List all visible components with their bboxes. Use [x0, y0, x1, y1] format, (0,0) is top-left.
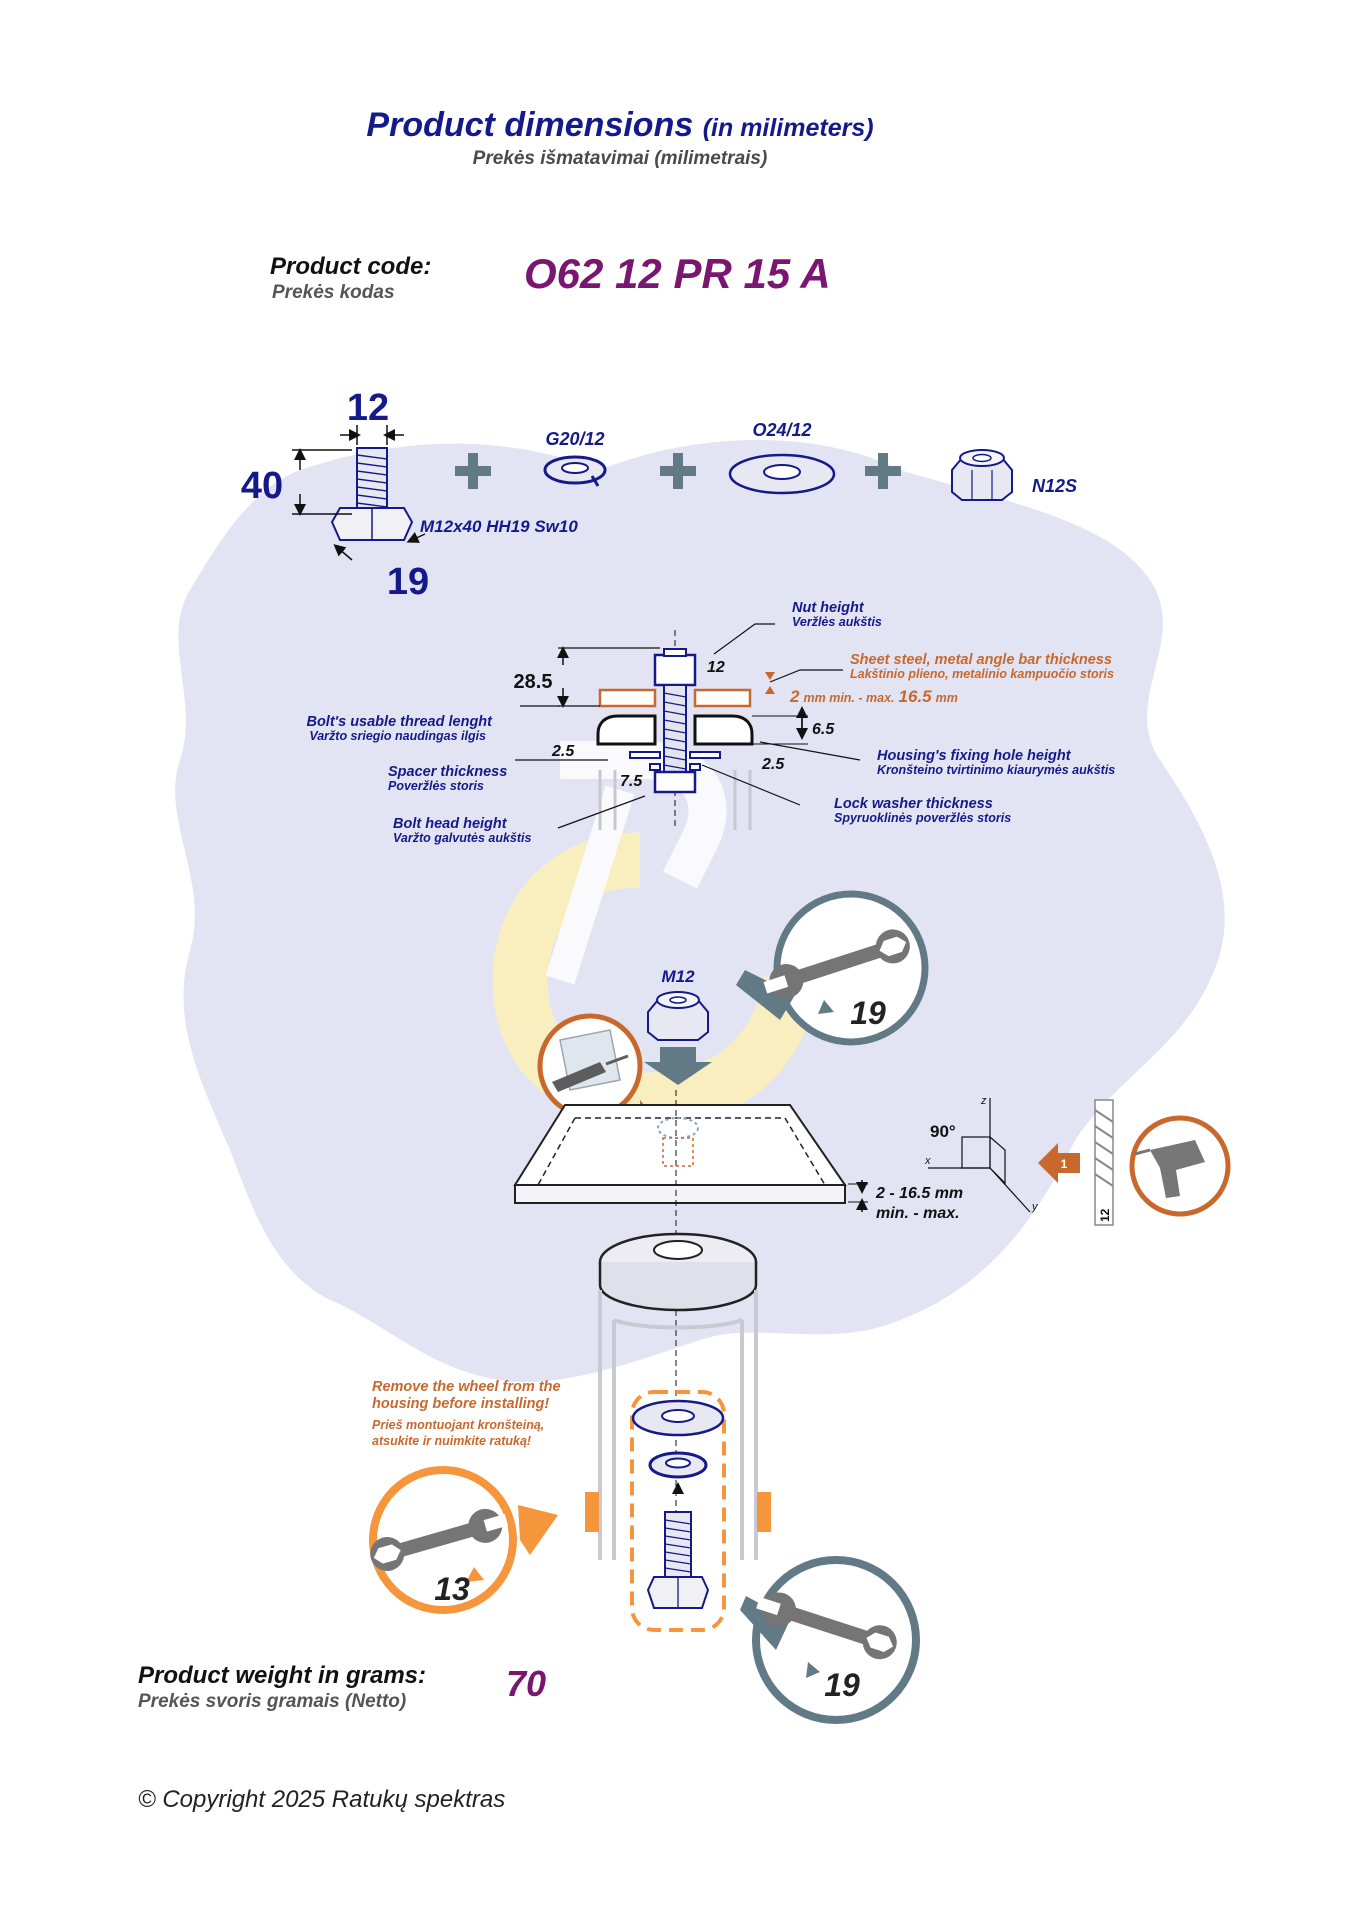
title-main: Product dimensions	[366, 106, 694, 144]
axis-y-label: y	[1031, 1201, 1039, 1213]
title-units: (in milimeters)	[702, 114, 874, 142]
weight-value: 70	[506, 1663, 547, 1704]
product-code-label: Product code:	[270, 253, 432, 280]
warning-en: Remove the wheel from the	[372, 1379, 561, 1395]
copyright: © Copyright 2025 Ratukų spektras	[138, 1786, 506, 1813]
drill-size-label: 12	[1098, 1208, 1112, 1222]
nut-height-annotation-lt: Veržlės aukštis	[792, 615, 882, 629]
cross-section	[515, 623, 861, 830]
axis-x-label: x	[924, 1155, 931, 1167]
washer-part	[728, 453, 836, 495]
spacer-annotation: Spacer thickness	[388, 764, 507, 780]
nut-part	[951, 449, 1013, 501]
product-code-label-lt: Prekės kodas	[272, 282, 395, 303]
steel-max-value: 16.5	[899, 687, 933, 706]
nut-label: N12S	[1032, 476, 1077, 496]
axis-diagram	[928, 1098, 1031, 1213]
lock-washer-part	[543, 455, 607, 487]
step-arrow	[1038, 1143, 1080, 1183]
mounting-plate	[513, 1090, 868, 1560]
axis-z-label: z	[980, 1095, 987, 1107]
wrench-19-bottom	[740, 1556, 920, 1724]
warning-lt: Prieš montuojant kronšteiną,	[372, 1418, 544, 1432]
plate-range-sublabel: min. - max.	[876, 1205, 960, 1222]
thread-length-annotation: Bolt's usable thread lenght	[306, 714, 493, 730]
bolt-head-dim: 7.5	[620, 773, 643, 790]
page-title: Product dimensions (in milimeters)	[0, 106, 1240, 145]
wrench-13	[369, 1466, 558, 1614]
drill-bit	[1094, 1099, 1114, 1226]
sheet-steel-annotation: Sheet steel, metal angle bar thickness	[850, 652, 1112, 668]
washer-label: O24/12	[752, 420, 811, 440]
plate-range-label: 2 - 16.5 mm	[875, 1185, 963, 1202]
steel-max-unit: mm	[936, 691, 958, 705]
lock-washer-annotation-lt: Spyruoklinės poveržlės storis	[834, 811, 1011, 825]
steel-range-annotation: 2 mm min. - max. 16.5 mm	[789, 687, 958, 706]
weight-label: Product weight in grams:	[138, 1662, 427, 1689]
sheet-steel-annotation-lt: Lakštinio plieno, metalinio kampuočio st…	[850, 667, 1114, 681]
weight-label-lt: Prekės svoris gramais (Netto)	[138, 1691, 407, 1712]
spacer-dim: 2.5	[551, 743, 575, 760]
nut-install	[644, 991, 712, 1085]
lock-washer-label: G20/12	[545, 429, 604, 449]
thread-length-dim: 28.5	[514, 671, 553, 693]
warning-lt-2: atsukite ir nuimkite ratuką!	[372, 1434, 531, 1448]
wrench-19-top	[736, 890, 929, 1046]
fixing-hole-dim: 6.5	[812, 721, 835, 738]
angle-label: 90°	[930, 1122, 956, 1141]
nut-height-dim: 12	[707, 659, 725, 676]
nut-height-annotation: Nut height	[792, 600, 865, 616]
bolt-head-annotation-lt: Varžto galvutės aukštis	[393, 831, 532, 845]
steel-range-label: mm min. - max.	[804, 691, 895, 705]
wrench-size-left: 13	[434, 1571, 470, 1607]
drill-icon	[1129, 1115, 1231, 1217]
page-subtitle: Prekės išmatavimai (milimetrais)	[472, 148, 768, 169]
wrench-size-top: 19	[850, 995, 886, 1031]
wrench-size-bottom: 19	[824, 1667, 860, 1703]
fixing-hole-annotation: Housing's fixing hole height	[877, 748, 1072, 764]
housing-bracket	[585, 1232, 771, 1632]
warning-en-2: housing before installing!	[372, 1396, 549, 1412]
bolt-spec-label: M12x40 HH19 Sw10	[420, 517, 578, 536]
plus-icons	[455, 453, 901, 489]
spacer-annotation-lt: Poveržlės storis	[388, 779, 484, 793]
fixing-hole-annotation-lt: Kronšteino tvirtinimo kiaurymės aukštis	[877, 763, 1115, 777]
lock-washer-annotation: Lock washer thickness	[834, 796, 993, 812]
lock-washer-dim: 2.5	[761, 756, 785, 773]
product-code-value: O62 12 PR 15 A	[524, 250, 831, 297]
bolt-part	[292, 425, 426, 561]
step-number: 1	[1061, 1157, 1068, 1171]
nut-size-label: M12	[661, 967, 695, 986]
thread-length-annotation-lt: Varžto sriegio naudingas ilgis	[309, 729, 486, 743]
bolt-head-annotation: Bolt head height	[393, 816, 508, 832]
bolt-width-label: 12	[347, 387, 389, 429]
bolt-length-label: 40	[241, 465, 283, 507]
bolt-head-label: 19	[387, 561, 429, 603]
steel-min-value: 2	[789, 687, 800, 706]
